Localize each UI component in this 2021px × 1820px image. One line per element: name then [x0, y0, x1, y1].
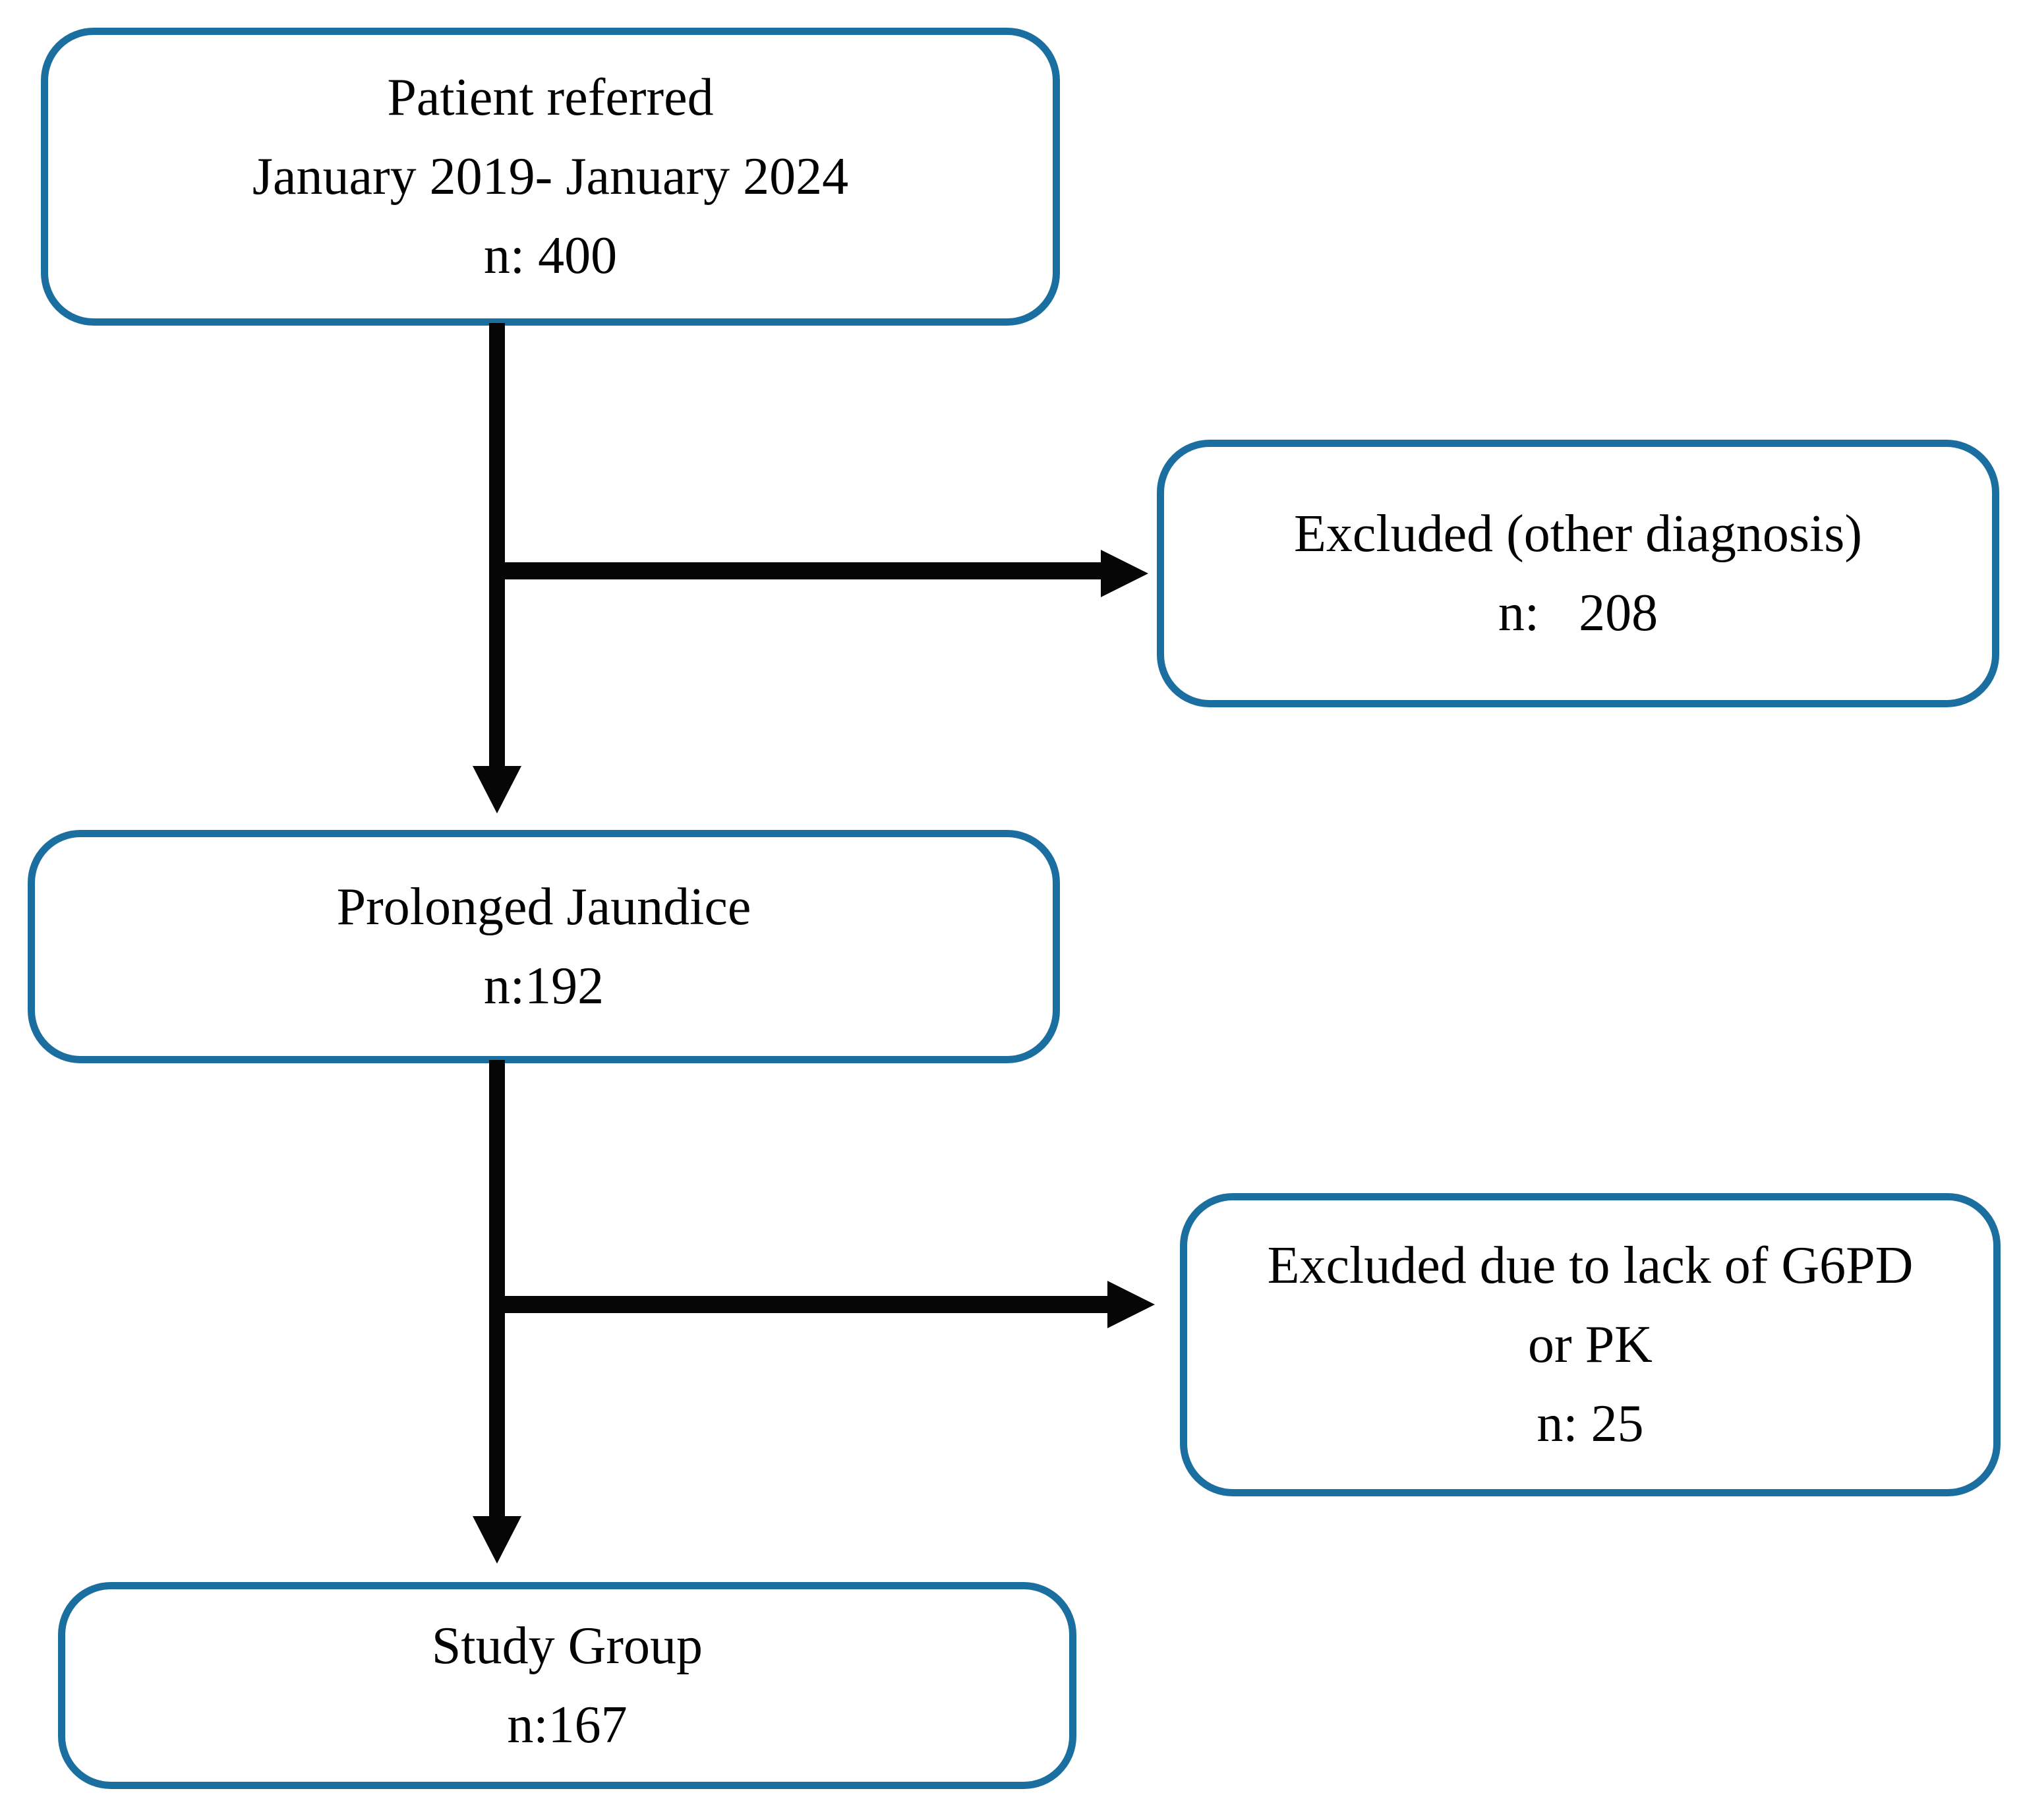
box-line: Study Group [431, 1617, 703, 1675]
box-line: n:167 [507, 1696, 628, 1754]
box-prolonged-jaundice: Prolonged Jaundice n:192 [28, 830, 1060, 1063]
box-line: Prolonged Jaundice [336, 878, 751, 936]
arrow-line [497, 1296, 1110, 1313]
arrow-right-icon [1101, 550, 1148, 597]
box-line: Excluded (other diagnosis) [1294, 505, 1862, 563]
arrow-line [489, 323, 505, 769]
box-line: n: 25 [1537, 1395, 1644, 1453]
arrow-down-icon [473, 1516, 521, 1564]
box-line: January 2019- January 2024 [252, 148, 849, 206]
box-line: or PK [1528, 1316, 1653, 1374]
box-excluded-other-diagnosis: Excluded (other diagnosis) n: 208 [1157, 440, 1999, 707]
box-line: Patient referred [387, 69, 714, 127]
box-line: n:192 [483, 957, 604, 1015]
box-line: n: 400 [483, 227, 618, 285]
arrow-right-icon [1107, 1281, 1155, 1328]
box-line: n: 208 [1498, 584, 1658, 642]
arrow-line [489, 1060, 505, 1516]
arrow-line [497, 562, 1103, 579]
box-patient-referred: Patient referred January 2019- January 2… [41, 28, 1060, 326]
box-study-group: Study Group n:167 [58, 1582, 1076, 1789]
box-line: Excluded due to lack of G6PD [1267, 1237, 1914, 1295]
arrow-down-icon [473, 766, 521, 813]
box-excluded-g6pd-pk: Excluded due to lack of G6PD or PK n: 25 [1180, 1193, 2001, 1496]
